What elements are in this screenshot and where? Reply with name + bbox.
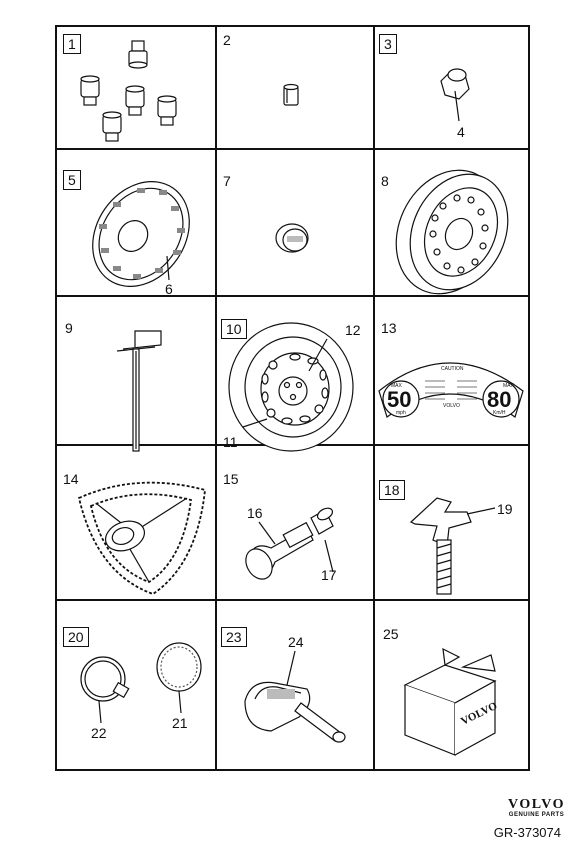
- sticker-left-value: 50: [387, 387, 412, 412]
- part-number: 2: [223, 32, 231, 48]
- grid-divider: [373, 27, 375, 769]
- callout-number: 21: [172, 715, 188, 731]
- part-number: 23: [221, 627, 247, 647]
- part-number: 10: [221, 319, 247, 339]
- part-number: 1: [63, 34, 81, 54]
- cell-wheel-wrench[interactable]: 9: [57, 295, 213, 452]
- part-number: 9: [65, 320, 73, 336]
- part-number: 25: [383, 626, 399, 642]
- part-number: 20: [63, 627, 89, 647]
- cell-jack-support[interactable]: 18 19: [373, 444, 528, 597]
- cell-locking-bolts[interactable]: 1: [57, 27, 213, 146]
- steel-wheel-illustration: [395, 169, 509, 295]
- part-number: 7: [223, 173, 231, 189]
- part-number: 14: [63, 471, 79, 487]
- parts-box-illustration: [403, 647, 497, 756]
- valve-illustration: [245, 507, 334, 580]
- part-number: 15: [223, 471, 239, 487]
- part-number: 18: [379, 480, 405, 500]
- callout-number: 4: [457, 124, 465, 140]
- sticker-caution: CAUTION: [441, 366, 464, 372]
- part-number: 3: [379, 34, 397, 54]
- chrome-nut-illustration: [440, 68, 470, 122]
- callout-number: 22: [91, 725, 107, 741]
- callout-number: 19: [497, 501, 513, 517]
- callout-number: 24: [288, 634, 304, 650]
- cell-snow-chains[interactable]: 14: [57, 444, 213, 597]
- callout-number: 11: [223, 434, 238, 450]
- part-number: 8: [381, 173, 389, 189]
- cell-hose-clamp[interactable]: 20 22 21: [57, 599, 213, 769]
- grid-divider: [57, 295, 528, 297]
- spare-wheel-illustration: [228, 322, 354, 452]
- sticker-right-unit: Km/H: [493, 410, 506, 416]
- logo-subtitle: GENUINE PARTS: [508, 812, 565, 818]
- wheel-wrench-illustration: [116, 330, 162, 452]
- logo-text: VOLVO: [508, 797, 565, 812]
- centre-cap-illustration: [275, 223, 309, 253]
- locking-bolt-set-illustration: [80, 40, 177, 142]
- part-number: 5: [63, 170, 81, 190]
- callout-number: 12: [345, 322, 361, 338]
- cell-hub-cap[interactable]: 5 6: [57, 148, 213, 297]
- callout-number: 6: [165, 281, 173, 297]
- grid-divider: [57, 599, 528, 601]
- cell-speed-sticker[interactable]: 13 CAUTION MAX 50 mph MAX 80 Km/H VOLVO: [373, 295, 528, 442]
- cell-spare-wheel[interactable]: 10 12 11: [215, 295, 371, 452]
- hub-cap-illustration: [92, 181, 190, 287]
- cell-wheel-nut[interactable]: 2: [215, 27, 371, 146]
- grid-divider: [57, 148, 528, 150]
- jack-support-illustration: [409, 497, 496, 595]
- sticker-left-small: MAX: [391, 383, 402, 389]
- hose-clamp-illustration: [80, 642, 202, 724]
- cell-valve[interactable]: 15 16 17: [215, 444, 371, 597]
- grid-divider: [215, 27, 217, 769]
- cell-centre-cap[interactable]: 7: [215, 148, 371, 293]
- sticker-right-value: 80: [487, 387, 512, 412]
- cell-tpms-sensor[interactable]: 23 24: [215, 599, 371, 769]
- sticker-right-small: MAX: [503, 383, 514, 389]
- callout-number: 16: [247, 505, 263, 521]
- parts-grid: [55, 25, 530, 771]
- part-number: 13: [381, 320, 397, 336]
- wheel-nut-illustration: [283, 83, 299, 106]
- cell-parts-box[interactable]: 25 VOLVO: [373, 599, 528, 769]
- callout-number: 17: [321, 567, 337, 583]
- tpms-sensor-illustration: [244, 650, 346, 743]
- snow-chains-illustration: [77, 481, 206, 596]
- volvo-genuine-parts-logo: VOLVO GENUINE PARTS: [508, 797, 565, 818]
- cell-steel-wheel[interactable]: 8: [373, 148, 528, 295]
- cell-chrome-nut[interactable]: 3 4: [373, 27, 528, 146]
- diagram-reference: GR-373074: [493, 825, 561, 840]
- sticker-brand: VOLVO: [443, 403, 460, 409]
- speed-sticker-illustration: [378, 362, 524, 418]
- sticker-left-unit: mph: [396, 410, 406, 416]
